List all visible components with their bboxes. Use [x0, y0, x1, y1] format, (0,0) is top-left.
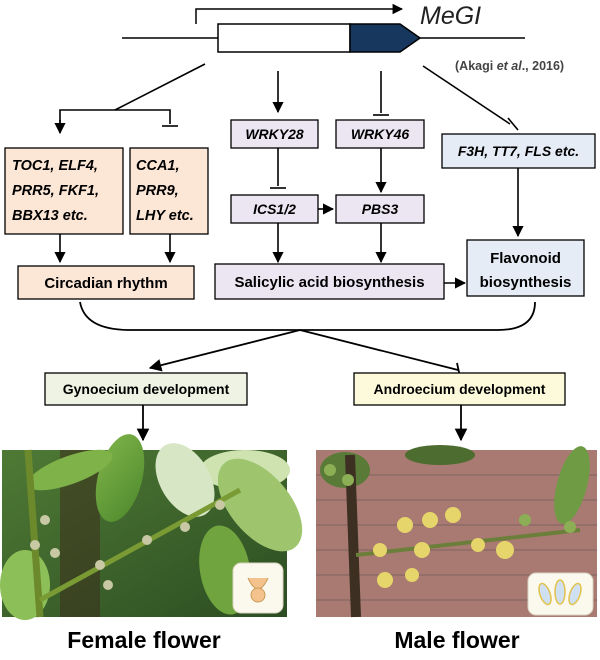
svg-text:BBX13 etc.: BBX13 etc.: [12, 208, 88, 224]
pathway-connectors: [54, 148, 524, 289]
svg-text:WRKY28: WRKY28: [245, 126, 304, 142]
ics-box: ICS1/2: [230, 194, 319, 224]
male-flower-caption: Male flower: [394, 627, 519, 653]
flavonoid-genes-box: F3H, TT7, FLS etc.: [441, 133, 596, 169]
svg-text:PBS3: PBS3: [362, 201, 399, 217]
svg-text:TOC1, ELF4,: TOC1, ELF4,: [12, 158, 98, 174]
circadian-repressed-genes-box: CCA1, PRR9, LHY etc.: [129, 147, 209, 235]
wrky46-box: WRKY46: [335, 119, 425, 149]
wrky28-box: WRKY28: [230, 119, 319, 149]
circadian-rhythm-box: Circadian rhythm: [17, 265, 195, 300]
svg-text:Flavonoid: Flavonoid: [490, 250, 561, 267]
svg-text:F3H, TT7, FLS etc.: F3H, TT7, FLS etc.: [458, 143, 579, 159]
transcription-start-arrow: [195, 3, 404, 24]
svg-text:PRR5, FKF1,: PRR5, FKF1,: [12, 183, 99, 199]
megi-regulation-lines: [54, 63, 519, 135]
svg-text:PRR9,: PRR9,: [136, 183, 179, 199]
citation: (Akagi et al., 2016): [455, 59, 564, 73]
female-flower-photo: [0, 434, 303, 620]
svg-text:biosynthesis: biosynthesis: [480, 274, 572, 291]
salicylic-acid-box: Salicylic acid biosynthesis: [214, 263, 445, 300]
gynoecium-development-box: Gynoecium development: [44, 372, 248, 406]
svg-text:WRKY46: WRKY46: [351, 126, 410, 142]
androecium-development-box: Androecium development: [353, 372, 566, 406]
megi-gene-model: MeGI (Akagi et al., 2016): [122, 2, 564, 73]
pbs-box: PBS3: [335, 194, 425, 224]
male-flower-photo: [316, 445, 597, 618]
svg-text:LHY etc.: LHY etc.: [136, 208, 194, 224]
gene-utr-box: [217, 23, 351, 53]
gene-name: MeGI: [420, 2, 481, 30]
svg-text:CCA1,: CCA1,: [136, 158, 180, 174]
svg-text:Androecium development: Androecium development: [374, 381, 546, 397]
flavonoid-biosynthesis-box: Flavonoid biosynthesis: [466, 239, 585, 297]
svg-text:Salicylic acid biosynthesis: Salicylic acid biosynthesis: [234, 274, 424, 291]
svg-text:ICS1/2: ICS1/2: [253, 201, 296, 217]
convergence-brace: [79, 301, 536, 442]
circadian-activated-genes-box: TOC1, ELF4, PRR5, FKF1, BBX13 etc.: [4, 147, 124, 235]
gene-cds-arrow: [349, 23, 422, 53]
svg-text:Gynoecium development: Gynoecium development: [63, 381, 230, 397]
female-flower-caption: Female flower: [67, 627, 220, 653]
svg-text:Circadian rhythm: Circadian rhythm: [44, 275, 167, 292]
